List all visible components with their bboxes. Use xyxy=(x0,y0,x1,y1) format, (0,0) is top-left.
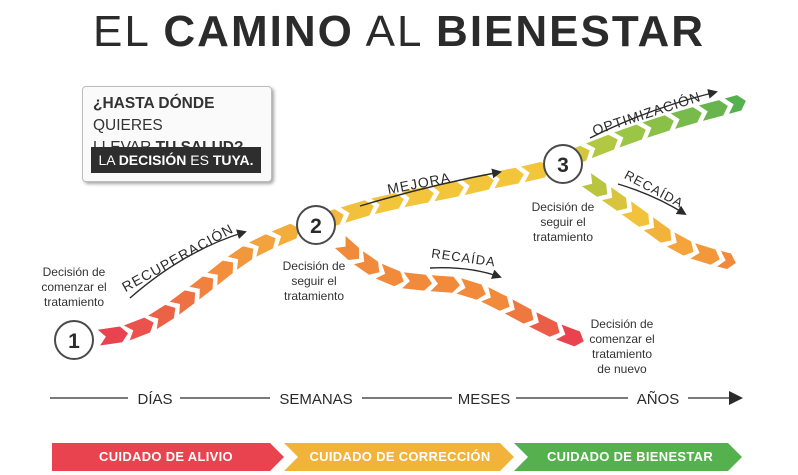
decision-node-3: 3 xyxy=(543,144,583,184)
callout-text: DECISIÓN xyxy=(118,152,187,168)
care-bar-label: CUIDADO DE CORRECCIÓN xyxy=(309,449,491,464)
title-part: AL xyxy=(353,7,437,56)
path-chevron xyxy=(724,95,746,114)
path-chevron xyxy=(456,278,486,300)
path-chevron xyxy=(227,246,254,270)
timeline-label: DÍAS xyxy=(137,391,172,408)
path-chevron xyxy=(169,290,196,315)
path-chevron xyxy=(690,243,720,265)
path-chevron xyxy=(670,107,702,129)
restart-caption-line: de nuevo xyxy=(597,362,647,376)
care-bar-label: CUIDADO DE BIENESTAR xyxy=(546,449,714,464)
decision-node-2: 2 xyxy=(296,205,336,245)
callout-text: TUYA. xyxy=(212,152,254,168)
node-1-caption-line: tratamiento xyxy=(44,295,104,309)
path-chevron xyxy=(529,312,560,337)
node-3-caption-line: Decisión de xyxy=(532,200,595,214)
node-number: 2 xyxy=(310,215,322,238)
path-chevron xyxy=(601,187,628,211)
path-chevron xyxy=(621,201,650,227)
path-chevron xyxy=(461,173,494,196)
path-chevron xyxy=(207,260,234,286)
path-chevron xyxy=(249,234,276,257)
timeline-label: AÑOS xyxy=(637,391,680,408)
path-chevron xyxy=(123,317,154,341)
care-bar-alivio xyxy=(52,443,284,471)
path-chevron xyxy=(666,232,694,256)
timeline-label: SEMANAS xyxy=(279,391,352,408)
timeline: DÍAS SEMANAS MESES AÑOS xyxy=(50,391,743,408)
path-chevron xyxy=(504,299,534,324)
callout-text: LA xyxy=(98,152,119,168)
decision-callout: ¿HASTA DÓNDE QUIERES LLEVAR TU SALUD? LA… xyxy=(82,86,272,182)
path-chevron xyxy=(340,200,374,223)
callout-text: QUIERES xyxy=(93,117,163,134)
title-part: BIENESTAR xyxy=(436,7,706,56)
node-2-caption-line: seguir el xyxy=(291,274,336,288)
path-chevron xyxy=(556,324,584,347)
node-1-caption-line: comenzar el xyxy=(41,280,106,294)
path-chevron xyxy=(698,100,728,121)
mejora-arrow xyxy=(359,168,502,207)
node-3-caption-line: tratamiento xyxy=(533,230,593,244)
restart-caption-line: comenzar el xyxy=(589,332,654,346)
path-chevron xyxy=(643,217,672,243)
path-chevron xyxy=(353,251,380,275)
path-chevron xyxy=(402,272,432,291)
path-chevron xyxy=(371,192,404,215)
path-chevron xyxy=(581,173,608,197)
care-bar-label: CUIDADO DE ALIVIO xyxy=(99,449,233,464)
title-part: CAMINO xyxy=(163,7,354,56)
decision-node-1: 1 xyxy=(54,320,94,360)
path-chevron xyxy=(717,251,736,269)
path-chevron xyxy=(148,304,176,330)
path-chevron xyxy=(585,134,618,159)
node-3-caption-line: seguir el xyxy=(540,215,585,229)
timeline-label: MESES xyxy=(458,391,511,408)
callout-text: ¿HASTA DÓNDE xyxy=(93,95,215,112)
node-number: 3 xyxy=(557,154,569,177)
recaida-1-arrow xyxy=(429,267,502,279)
recaida-2-arrow xyxy=(617,183,687,216)
path-chevron xyxy=(521,161,550,183)
restart-caption-line: Decisión de xyxy=(591,317,654,331)
path-chevron xyxy=(271,223,300,247)
timeline-arrowhead xyxy=(729,391,743,405)
node-2-caption-line: tratamiento xyxy=(284,289,344,303)
care-bar-correccion xyxy=(284,443,514,471)
node-2-caption-line: Decisión de xyxy=(283,259,346,273)
care-bar-bienestar xyxy=(514,443,742,471)
path-chevron xyxy=(642,115,674,138)
path-chevron xyxy=(614,124,646,148)
label-recaida-1: RECAÍDA xyxy=(430,246,496,270)
restart-caption-line: tratamiento xyxy=(592,347,652,361)
path-chevron xyxy=(431,180,464,202)
path-chevron xyxy=(481,287,510,311)
optimizacion-arrow xyxy=(589,89,718,139)
node-number: 1 xyxy=(68,330,80,353)
path-chevron xyxy=(97,326,128,346)
path-chevron xyxy=(430,275,460,293)
title-part: EL xyxy=(92,7,164,56)
relapse-path-2-chevrons xyxy=(581,173,736,269)
callout-text: ES xyxy=(186,152,213,168)
relapse-path-1-chevrons xyxy=(334,236,584,347)
path-chevron xyxy=(189,276,214,300)
callout-decision-banner: LA DECISIÓN ES TUYA. xyxy=(91,147,261,173)
page-title: EL CAMINO AL BIENESTAR xyxy=(0,6,798,58)
path-chevron xyxy=(491,167,524,189)
node-1-caption-line: Decisión de xyxy=(43,265,106,279)
path-chevron xyxy=(334,236,360,260)
path-chevron xyxy=(375,263,404,287)
recuperacion-arrow xyxy=(129,229,247,299)
